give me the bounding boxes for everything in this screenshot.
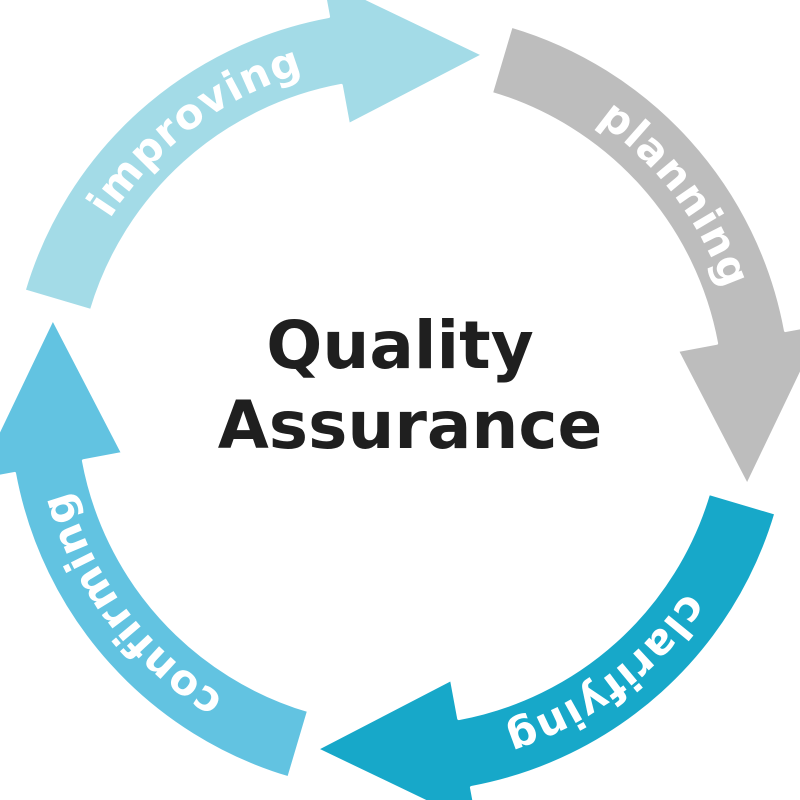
cycle-arrow-confirming bbox=[0, 317, 311, 780]
stage-label-confirming: confirming bbox=[31, 487, 230, 729]
title-line-2: Assurance bbox=[218, 387, 603, 464]
stage-label-planning: planning bbox=[591, 90, 761, 294]
cycle-arrow-improving bbox=[22, 0, 485, 313]
title-line-1: Quality bbox=[266, 307, 533, 384]
stage-label-improving: improving bbox=[77, 35, 307, 224]
cycle-arrow-clarifying bbox=[315, 491, 778, 800]
stage-label-clarifying: clarifying bbox=[500, 586, 718, 766]
cycle-arrow-planning bbox=[489, 24, 800, 487]
